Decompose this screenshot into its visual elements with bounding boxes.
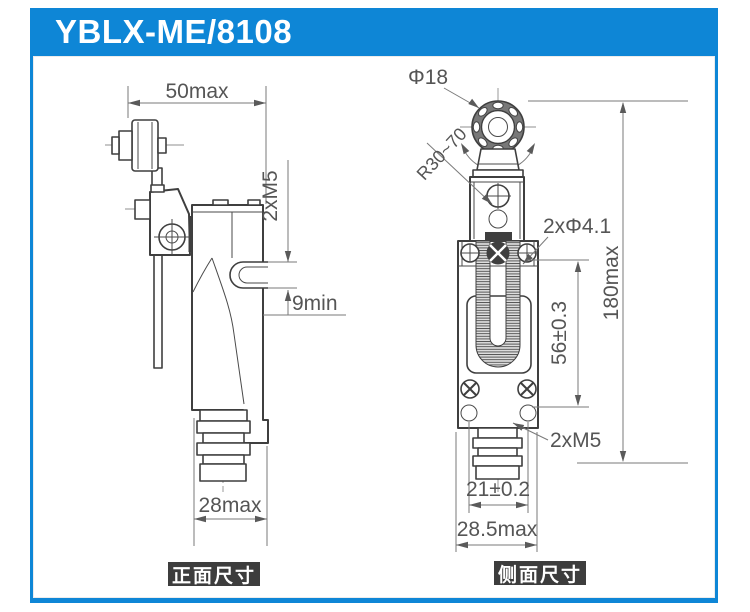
dim-roller-diameter-label: Φ18 xyxy=(408,66,448,89)
header-banner: YBLX-ME/8108 xyxy=(30,8,718,56)
dim-body-width-front-label: 28max xyxy=(198,494,262,517)
mounting-hole-left xyxy=(460,404,478,422)
terminal-screw-tab xyxy=(247,199,261,206)
switch-body-side xyxy=(457,232,539,429)
switch-head-side xyxy=(469,148,525,242)
side-view-drawing: Φ18 R30~70 2xΦ4.1 180max xyxy=(408,66,688,552)
front-view-drawing: 50max 2xM5 9min 28max xyxy=(105,80,346,546)
terminal-screw-tab xyxy=(212,199,229,206)
front-view-dimensions: 50max 2xM5 9min 28max xyxy=(127,80,346,546)
switch-head-front xyxy=(134,184,192,256)
front-view-caption: 正面尺寸 xyxy=(168,562,260,587)
dim-body-width-side-label: 28.5max xyxy=(457,518,538,541)
dim-lever-adjust-range-label: R30~70 xyxy=(413,124,471,184)
dim-lever-width-label: 50max xyxy=(165,80,229,103)
dim-gland-width-label: 21±0.2 xyxy=(466,478,530,501)
serrated-adjustment-slot xyxy=(475,240,521,368)
cable-gland-side xyxy=(472,427,523,480)
page-title: YBLX-ME/8108 xyxy=(55,13,293,50)
cable-gland-front xyxy=(196,409,251,482)
dim-hole-spacing-label: 56±0.3 xyxy=(548,301,571,365)
mounting-slot xyxy=(229,261,268,289)
roller-lever-front xyxy=(111,119,167,369)
mounting-hole-right xyxy=(519,404,537,422)
switch-body-front xyxy=(191,199,269,444)
roller-side xyxy=(471,100,525,154)
dim-mounting-screws-label: 2xM5 xyxy=(550,429,601,452)
side-view-dimensions: Φ18 R30~70 2xΦ4.1 180max xyxy=(408,66,688,552)
dim-mounting-holes-label: 2xΦ4.1 xyxy=(543,215,611,238)
side-view-caption: 侧面尺寸 xyxy=(494,561,586,586)
frame-inner-border xyxy=(33,56,715,598)
cover-plate xyxy=(466,295,532,374)
dim-total-height-label: 180max xyxy=(600,245,623,320)
dim-terminal-screws-label: 2xM5 xyxy=(259,170,282,221)
dim-mounting-slot-label: 9min xyxy=(292,292,338,315)
